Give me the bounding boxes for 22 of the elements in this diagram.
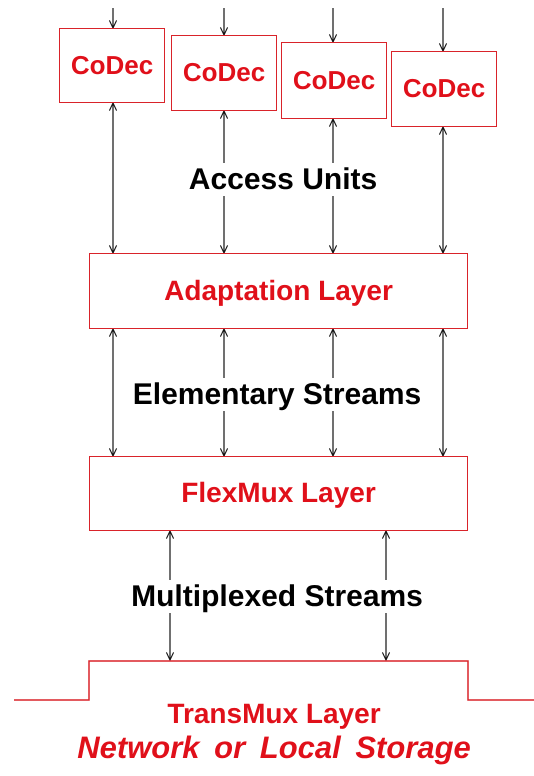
layer-box [171,35,277,111]
layer-name: Adaptation Layer [164,274,393,308]
arrow [108,328,118,457]
layer-name: CoDec [182,58,266,88]
arrow [108,102,118,254]
layer-box [59,28,165,103]
arrow [328,8,338,43]
arrow [220,8,228,36]
arrow [438,126,448,254]
layer-box [281,42,387,119]
layer-name: CoDec [292,66,376,96]
layer-box [391,51,497,127]
layer-name: CoDec [402,74,486,104]
layer-name: FlexMux Layer [181,477,376,510]
arrow [108,8,118,29]
layer-box [89,456,468,531]
arrow [438,8,448,52]
layer-box [89,253,468,329]
layer-name: CoDec [70,50,154,80]
layer-name: TransMux Layer [167,698,381,730]
layer-subtitle: Network or Local Storage [77,730,471,766]
arrow [438,328,448,457]
